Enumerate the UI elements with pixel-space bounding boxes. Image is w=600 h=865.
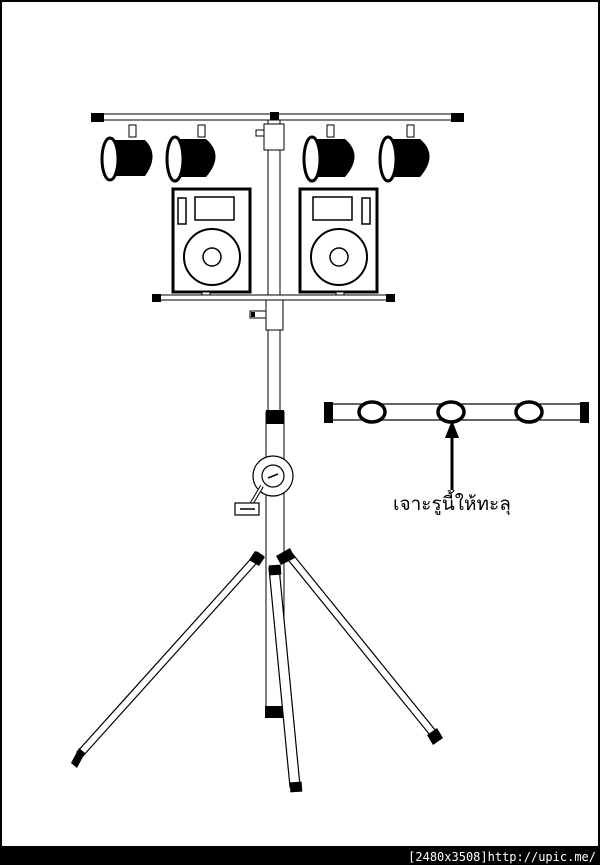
speaker-right [298, 187, 379, 299]
clamp-knob [234, 455, 294, 516]
drawing-canvas [2, 2, 598, 846]
upper-mast [255, 119, 285, 421]
speaker-left [171, 187, 252, 299]
tripod-leg-right [276, 548, 443, 745]
pointer-arrow [445, 420, 459, 490]
tripod-leg-left [71, 551, 265, 768]
detail-bar [324, 400, 589, 424]
speaker-bar [152, 294, 395, 331]
annotation-label: เจาะรูนี้ให้ทะลุ [393, 493, 511, 515]
par-light-2 [165, 124, 216, 183]
hole-center [436, 400, 466, 424]
hole-left [357, 400, 387, 424]
tripod-leg-center [268, 564, 303, 793]
hole-right [514, 400, 544, 424]
par-light-4 [378, 124, 430, 183]
par-light-3 [302, 124, 355, 183]
footer-credit[interactable]: [2480x3508]http://upic.me/ [408, 850, 596, 864]
par-light-1 [100, 124, 153, 182]
